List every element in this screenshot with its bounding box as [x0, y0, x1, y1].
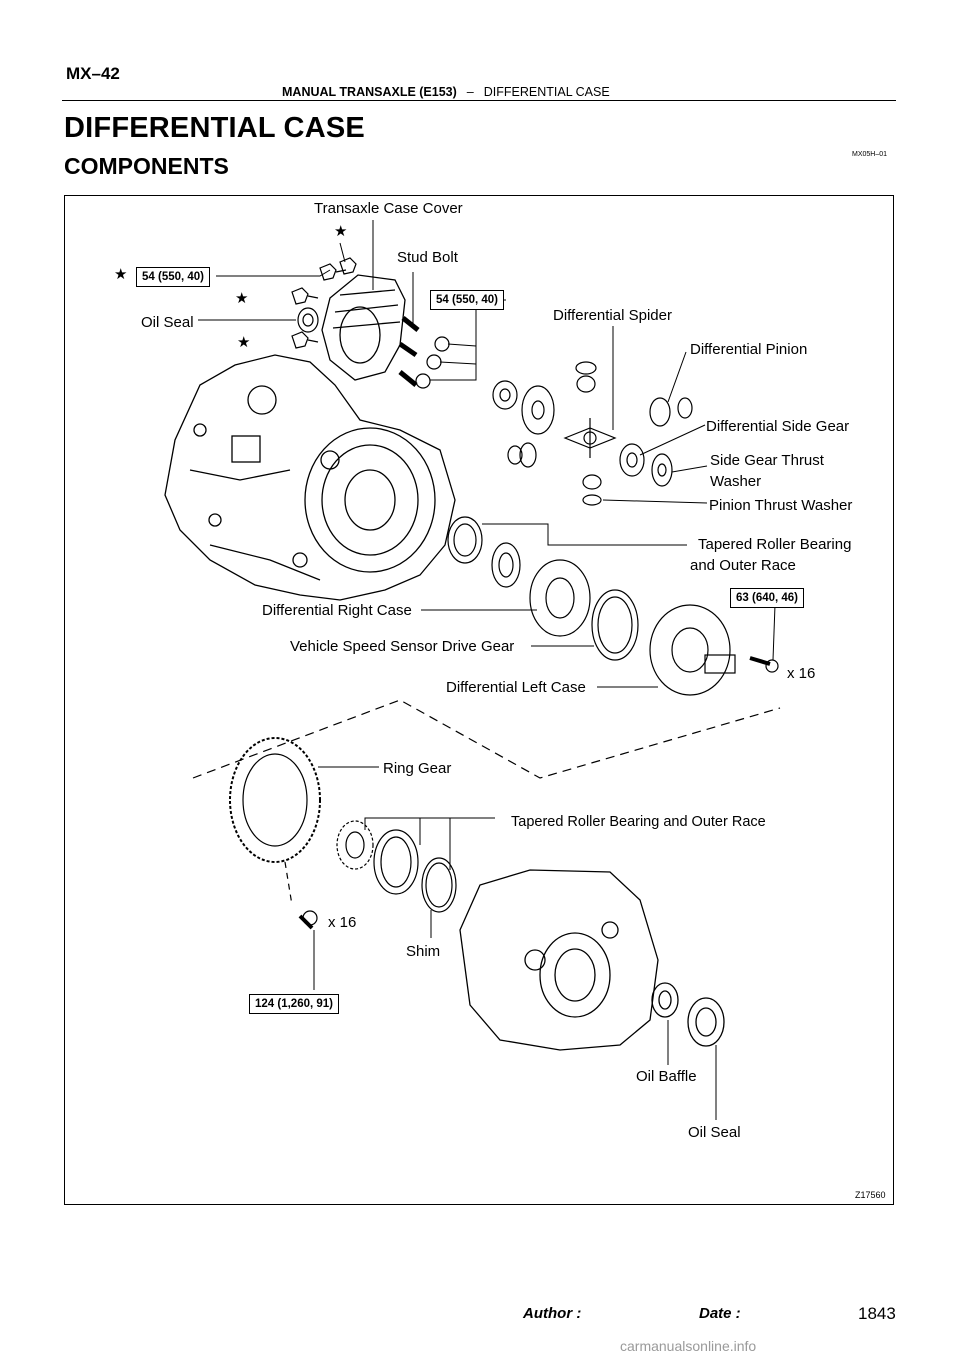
ring-gear-assembly-illustration	[229, 737, 457, 930]
leader-lines	[198, 220, 776, 1120]
label-oil-seal-top: Oil Seal	[141, 314, 194, 331]
label-stud-bolt: Stud Bolt	[397, 249, 458, 266]
document-code: MX05H–01	[852, 151, 888, 158]
footer-author-label: Author :	[523, 1305, 582, 1322]
label-quantity-lower: x 16	[328, 914, 357, 931]
header-separator: –	[466, 85, 474, 99]
transaxle-case-illustration	[164, 354, 456, 601]
torque-spec-case-bolts: 63 (640, 46)	[730, 588, 805, 608]
label-differential-spider: Differential Spider	[553, 307, 672, 324]
label-transaxle-case-cover: Transaxle Case Cover	[314, 200, 463, 217]
running-header: MANUAL TRANSAXLE (E153)–DIFFERENTIAL CAS…	[282, 85, 610, 99]
oil-seal-top-part	[297, 307, 319, 333]
differential-internals-illustration	[492, 361, 693, 506]
label-tapered-roller-bearing-lower: Tapered Roller Bearing and Outer Race	[511, 814, 766, 830]
cover-bolts-illustration	[291, 257, 357, 349]
label-side-gear-thrust-washer-line2: Washer	[710, 473, 762, 490]
diagram-frame	[64, 195, 894, 1205]
torque-spec-stud-nuts: 54 (550, 40)	[430, 290, 505, 310]
watermark-text: carmanualsonline.info	[620, 1338, 757, 1354]
non-reusable-star-icon: ★	[237, 334, 251, 351]
stud-bolts-illustration	[398, 316, 450, 389]
label-oil-seal-bottom: Oil Seal	[688, 1124, 741, 1141]
header-rule	[62, 100, 896, 101]
label-quantity-upper: x 16	[787, 665, 816, 682]
footer-date-label: Date :	[699, 1305, 741, 1322]
header-subsection: DIFFERENTIAL CASE	[483, 85, 610, 99]
torque-spec-cover-bolts: 54 (550, 40)	[136, 267, 211, 287]
page-number-label: MX–42	[66, 64, 120, 83]
label-tapered-roller-bearing-line2: and Outer Race	[690, 557, 796, 574]
subassembly-dashed-outline	[192, 699, 781, 779]
label-differential-left-case: Differential Left Case	[446, 679, 586, 696]
label-oil-baffle: Oil Baffle	[636, 1068, 697, 1085]
label-pinion-thrust-washer: Pinion Thrust Washer	[709, 497, 853, 514]
page-title: DIFFERENTIAL CASE	[64, 112, 365, 144]
label-side-gear-thrust-washer-line1: Side Gear Thrust	[710, 452, 824, 469]
label-vehicle-speed-sensor-drive-gear: Vehicle Speed Sensor Drive Gear	[290, 638, 515, 655]
label-shim: Shim	[406, 943, 441, 960]
page-subtitle: COMPONENTS	[64, 153, 229, 179]
label-tapered-roller-bearing-line1: Tapered Roller Bearing	[698, 536, 852, 553]
label-differential-pinion: Differential Pinion	[690, 341, 808, 358]
footer-page-number: 1843	[858, 1304, 896, 1323]
header-section: MANUAL TRANSAXLE (E153)	[282, 85, 457, 99]
label-ring-gear: Ring Gear	[383, 760, 452, 777]
bearing-and-case-illustration	[447, 516, 779, 696]
figure-id: Z17560	[855, 1190, 886, 1200]
non-reusable-star-icon: ★	[114, 266, 128, 283]
transaxle-case-cover-illustration	[321, 274, 406, 381]
torque-spec-ring-gear-bolts: 124 (1,260, 91)	[249, 994, 340, 1014]
label-differential-side-gear: Differential Side Gear	[706, 418, 850, 435]
transaxle-housing-illustration	[459, 869, 725, 1051]
non-reusable-star-icon: ★	[235, 290, 249, 307]
label-differential-right-case: Differential Right Case	[262, 602, 412, 619]
non-reusable-star-icon: ★	[334, 223, 348, 240]
ring-gear-bolt-dash	[284, 861, 293, 906]
